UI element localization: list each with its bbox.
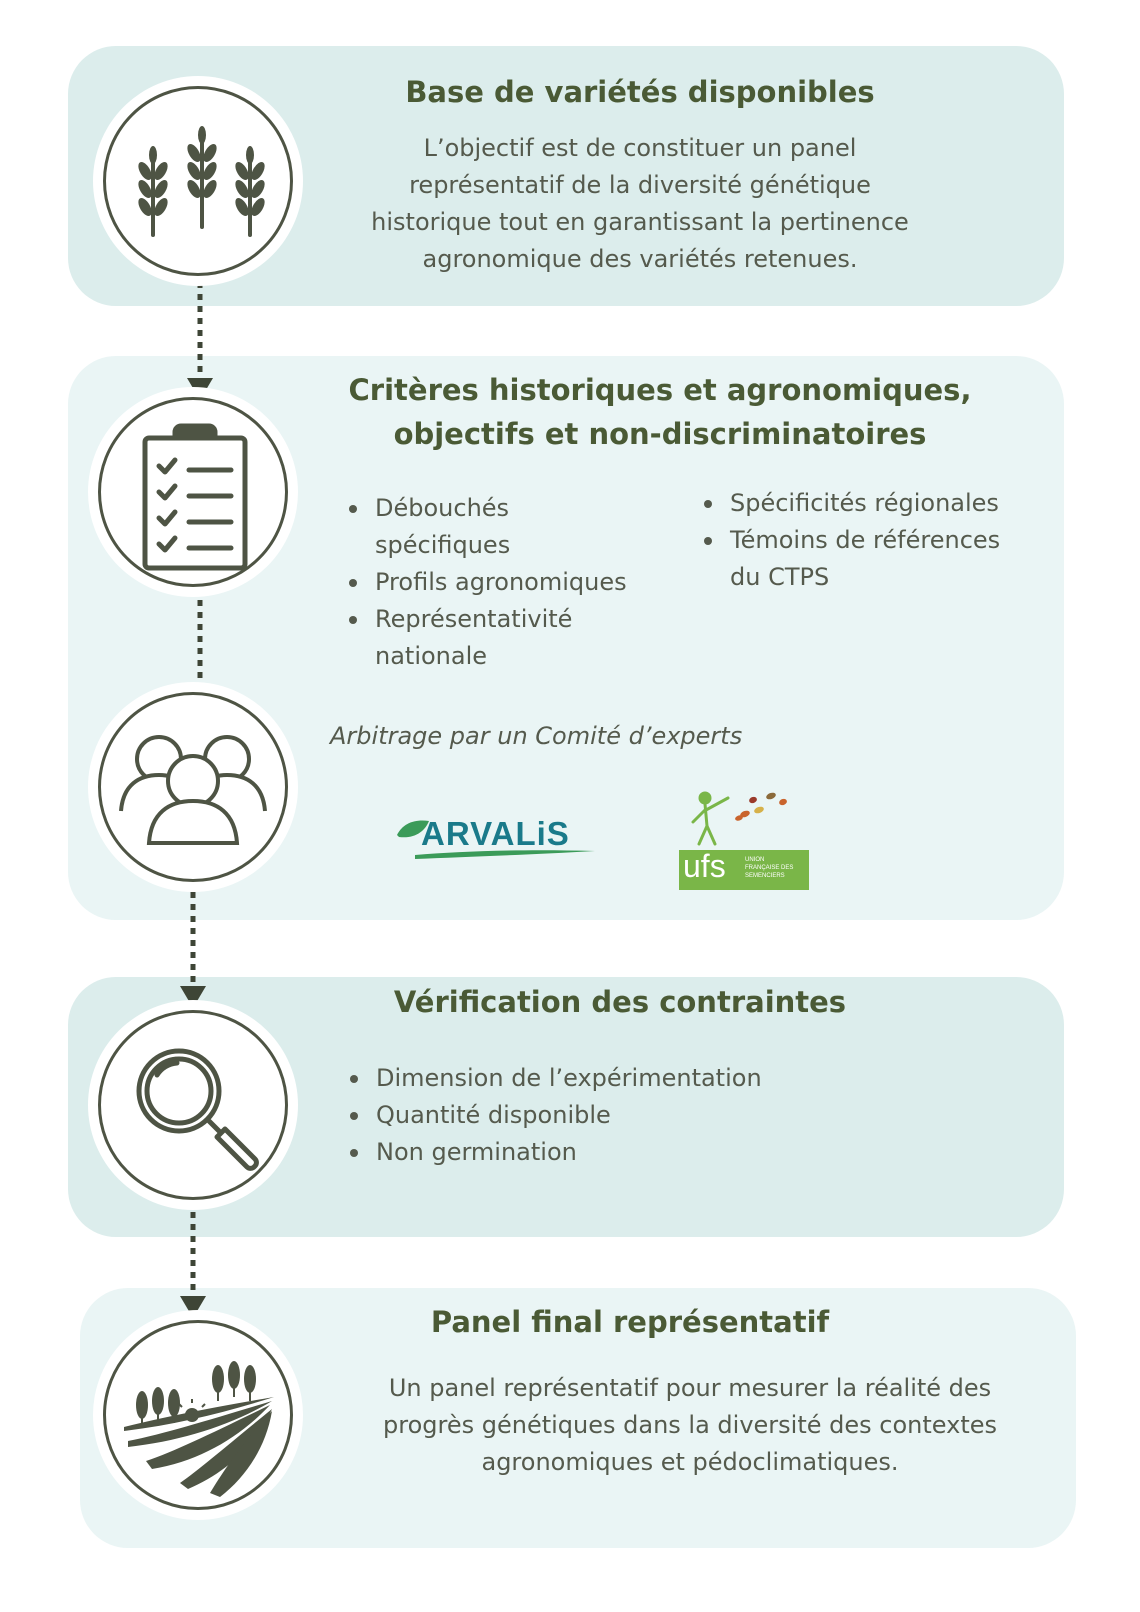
step-4-description: Un panel représentatif pour mesurer la r…: [330, 1370, 1050, 1481]
magnifier-icon: [98, 1010, 288, 1200]
step-3-title: Vérification des contraintes: [393, 985, 847, 1019]
list-item: Quantité disponible: [346, 1097, 906, 1134]
step-2-title: Critères historiques et agronomiques, ob…: [320, 368, 1000, 456]
text-line: Un panel représentatif pour mesurer la r…: [388, 1374, 992, 1402]
text-line: SEMENCIERS: [745, 873, 785, 879]
text-line: agronomiques et pédoclimatiques.: [481, 1448, 899, 1476]
text-line: historique tout en garantissant la perti…: [371, 208, 909, 236]
people-group-icon: [98, 692, 288, 882]
text-line: Représentativité: [375, 605, 573, 633]
clipboard-checklist-icon: [98, 397, 288, 587]
text-line: Spécificités régionales: [730, 489, 999, 517]
ufs-logo-caption: UNION FRANÇAISE DES SEMENCIERS: [745, 856, 793, 880]
text-line: Témoins de références: [730, 526, 1001, 554]
criteria-list-right: Spécificités régionales Témoins de référ…: [700, 485, 1040, 596]
text-line: nationale: [375, 642, 488, 670]
arvalis-logo-text: ARVALiS: [421, 815, 570, 852]
ufs-logo-text: ufs: [683, 848, 726, 884]
expert-committee-note: Arbitrage par un Comité d’experts: [330, 722, 743, 750]
arvalis-logo: ARVALiS: [395, 815, 605, 861]
text-line: du CTPS: [730, 563, 830, 591]
ufs-logo: ufs UNION FRANÇAISE DES SEMENCIERS: [679, 788, 809, 894]
field-landscape-icon: [103, 1320, 293, 1510]
step-4-title: Panel final représentatif: [430, 1305, 830, 1339]
list-item: Témoins de références du CTPS: [700, 522, 1040, 596]
criteria-list-left: Débouchés spécifiques Profils agronomiqu…: [345, 490, 675, 675]
list-item: Dimension de l’expérimentation: [346, 1060, 906, 1097]
text-line: Profils agronomiques: [375, 568, 627, 596]
list-item: Non germination: [346, 1134, 906, 1171]
text-line: FRANÇAISE DES: [745, 865, 794, 871]
title-line: Critères historiques et agronomiques,: [348, 373, 972, 407]
step-1-title: Base de variétés disponibles: [405, 75, 875, 109]
text-line: représentatif de la diversité génétique: [409, 171, 871, 199]
ufs-logo-banner: ufs UNION FRANÇAISE DES SEMENCIERS: [679, 848, 809, 890]
wheat-icon: [103, 86, 293, 276]
text-line: spécifiques: [375, 531, 511, 559]
text-line: Débouchés: [375, 494, 510, 522]
list-item: Spécificités régionales: [700, 485, 1040, 522]
step-1-description: L’objectif est de constituer un panel re…: [330, 130, 950, 278]
list-item: Profils agronomiques: [345, 564, 675, 601]
text-line: L’objectif est de constituer un panel: [423, 134, 857, 162]
constraints-list: Dimension de l’expérimentation Quantité …: [346, 1060, 906, 1171]
list-item: Débouchés spécifiques: [345, 490, 675, 564]
text-line: UNION: [745, 857, 765, 863]
list-item: Représentativité nationale: [345, 601, 675, 675]
text-line: agronomique des variétés retenues.: [422, 245, 858, 273]
title-line: objectifs et non-discriminatoires: [393, 417, 927, 451]
text-line: progrès génétiques dans la diversité des…: [383, 1411, 997, 1439]
